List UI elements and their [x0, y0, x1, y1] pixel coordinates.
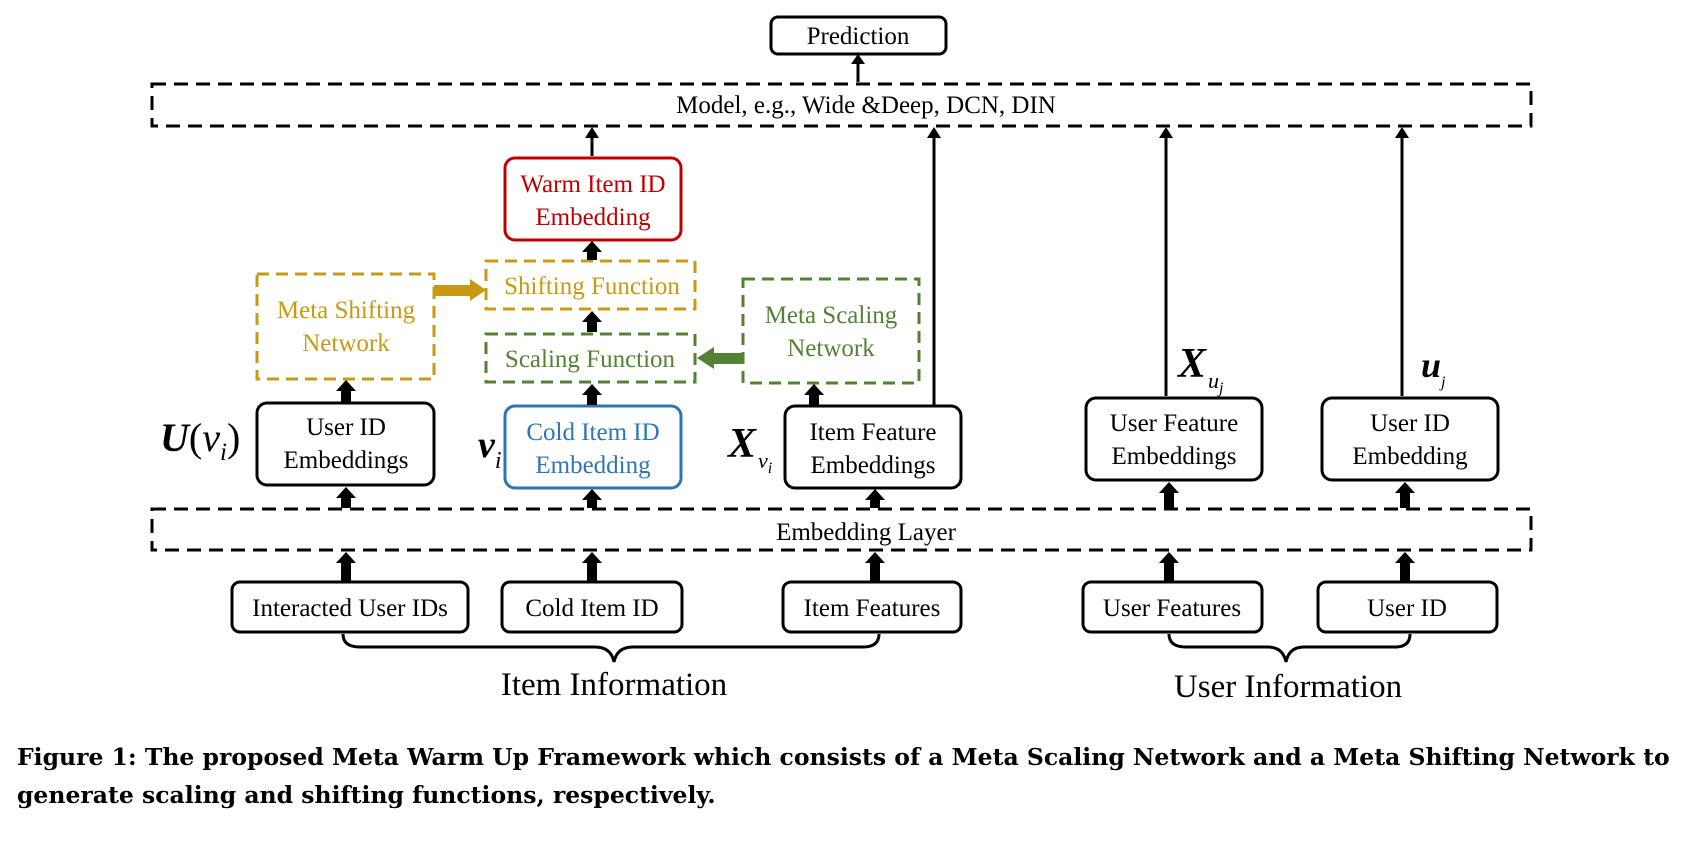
- u-vi-symbol: U(vi): [160, 415, 240, 466]
- interacted-user-ids-label: Interacted User IDs: [252, 595, 448, 622]
- user-id-embedding-line2: Embedding: [1352, 443, 1468, 470]
- meta-shifting-network-line2: Network: [302, 330, 390, 357]
- user-feature-embeddings-to-model-arrow: [1159, 127, 1173, 396]
- item-information-brace: [341, 633, 881, 663]
- item-feature-embeddings-line2: Embeddings: [811, 452, 936, 479]
- warm-item-embedding-line2: Embedding: [535, 204, 651, 231]
- interacted-user-ids-box: [230, 580, 470, 634]
- meta-shifting-to-shifting-arrow: [434, 279, 486, 301]
- user-embeddings-to-meta-shifting-arrow: [336, 380, 356, 402]
- meta-scaling-network-line1: Meta Scaling: [765, 302, 898, 329]
- warm-to-model-arrow: [585, 127, 599, 156]
- warm-item-embedding-box: [503, 156, 683, 242]
- meta-shifting-network-box: [255, 272, 436, 381]
- cold-item-embedding-box: [503, 404, 683, 490]
- user-id-embeddings-box: [255, 401, 436, 487]
- user-features-box: [1081, 580, 1264, 634]
- shifting-to-warm-arrow: [582, 241, 602, 260]
- user-id-box: [1316, 580, 1499, 634]
- cold-item-embedding-line2: Embedding: [535, 452, 651, 479]
- model-label: Model, e.g., Wide &Deep, DCN, DIN: [676, 92, 1056, 119]
- embedding-layer-box: [150, 507, 1533, 552]
- shifting-function-label: Shifting Function: [504, 273, 680, 300]
- input-up-arrows: [336, 552, 1415, 581]
- meta-scaling-network-line2: Network: [787, 335, 875, 362]
- prediction-label: Prediction: [807, 23, 910, 50]
- user-features-label: User Features: [1103, 595, 1241, 622]
- item-features-label: Item Features: [804, 595, 941, 622]
- warm-item-embedding-line1: Warm Item ID: [520, 171, 665, 198]
- user-id-embedding-line1: User ID: [1370, 410, 1450, 437]
- model-box: [150, 82, 1533, 128]
- user-information-brace: [1167, 633, 1412, 663]
- item-information-label: Item Information: [501, 667, 727, 703]
- scaling-function-box: [484, 332, 697, 384]
- embedding-layer-label: Embedding Layer: [776, 519, 956, 546]
- uj-symbol: uj: [1421, 345, 1446, 391]
- model-to-prediction-arrow: [851, 54, 865, 82]
- vi-symbol: vi: [478, 424, 502, 474]
- embedding-layer-up-arrows: [336, 482, 1415, 508]
- scaling-function-label: Scaling Function: [505, 346, 676, 373]
- meta-scaling-to-scaling-arrow: [697, 347, 743, 369]
- shifting-function-box: [484, 259, 697, 311]
- x-vi-symbol: Xvi: [726, 421, 772, 477]
- user-feature-embeddings-box: [1084, 396, 1264, 482]
- item-features-box: [781, 580, 963, 634]
- user-information-label: User Information: [1174, 669, 1402, 705]
- cold-item-embedding-line1: Cold Item ID: [526, 419, 659, 446]
- user-feature-embeddings-line1: User Feature: [1110, 410, 1238, 437]
- item-feature-embeddings-box: [783, 404, 963, 490]
- meta-scaling-network-box: [741, 277, 921, 385]
- cold-item-id-label: Cold Item ID: [525, 595, 658, 622]
- item-embeddings-to-model-arrow: [927, 127, 941, 405]
- user-id-embedding-to-model-arrow: [1395, 127, 1409, 396]
- figure-caption: Figure 1: The proposed Meta Warm Up Fram…: [17, 743, 1670, 809]
- user-id-embeddings-line1: User ID: [306, 414, 386, 441]
- user-feature-embeddings-line2: Embeddings: [1112, 443, 1237, 470]
- scaling-to-shifting-arrow: [582, 311, 602, 332]
- user-id-embeddings-line2: Embeddings: [284, 447, 409, 474]
- user-id-label: User ID: [1367, 595, 1447, 622]
- cold-to-scaling-arrow: [582, 384, 602, 405]
- item-feature-embeddings-line1: Item Feature: [809, 419, 936, 446]
- cold-item-id-box: [500, 580, 684, 634]
- user-id-embedding-box: [1320, 396, 1500, 482]
- x-uj-symbol: Xuj: [1176, 341, 1224, 397]
- meta-shifting-network-line1: Meta Shifting: [277, 297, 416, 324]
- prediction-box: [769, 15, 948, 56]
- item-embeddings-to-meta-scaling-arrow: [804, 384, 824, 405]
- meta-warm-up-diagram: Prediction Model, e.g., Wide &Deep, DCN,…: [150, 15, 1533, 705]
